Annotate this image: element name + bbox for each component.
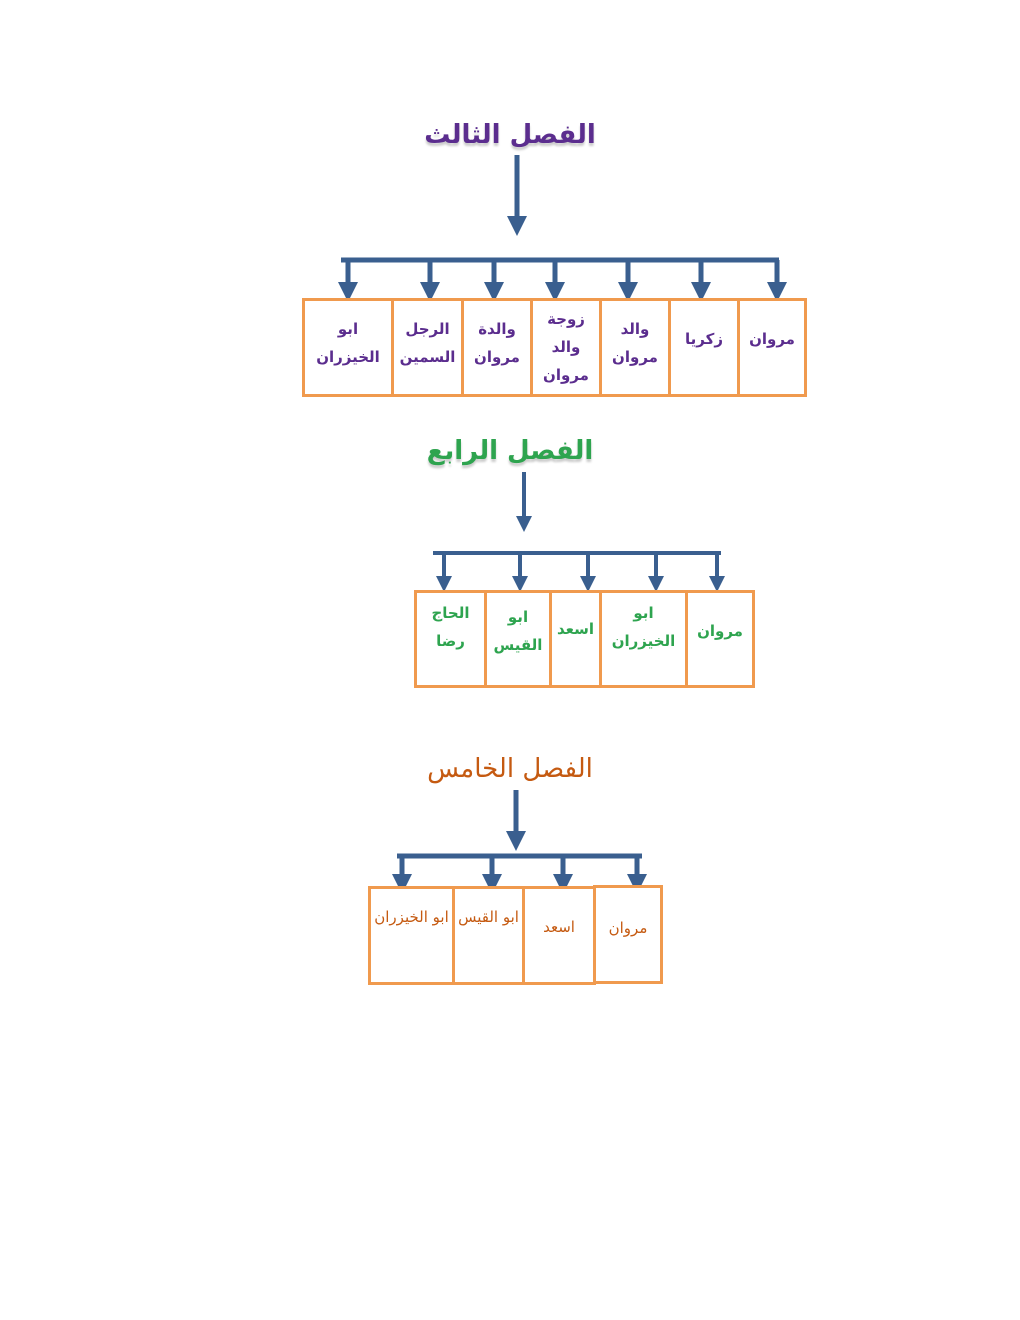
box: زوجة والد مروان	[530, 298, 602, 397]
box: الرجل السمين	[391, 298, 464, 397]
section-3-arrows	[392, 790, 647, 894]
box: مروان	[593, 885, 663, 984]
box: والد مروان	[599, 298, 671, 397]
box: الحاج رضا	[414, 590, 487, 688]
box: مروان	[737, 298, 807, 397]
box: ابو القيس	[452, 886, 525, 985]
box: ابو الخيزران	[368, 886, 455, 985]
box: اسعد	[549, 590, 602, 688]
box: ابو القيس	[484, 590, 552, 688]
box: ابو الخيزران	[599, 590, 688, 688]
box: مروان	[685, 590, 755, 688]
section-title: الفصل الخامس	[427, 754, 593, 784]
section-title: الفصل الثالث	[424, 120, 596, 150]
section-title: الفصل الرابع	[426, 436, 594, 466]
section-1-arrows	[338, 155, 787, 302]
box: زكريا	[668, 298, 740, 397]
section-2-arrows	[436, 472, 725, 592]
box: ابو الخيزران	[302, 298, 394, 397]
box: اسعد	[522, 886, 596, 985]
box: والدة مروان	[461, 298, 533, 397]
